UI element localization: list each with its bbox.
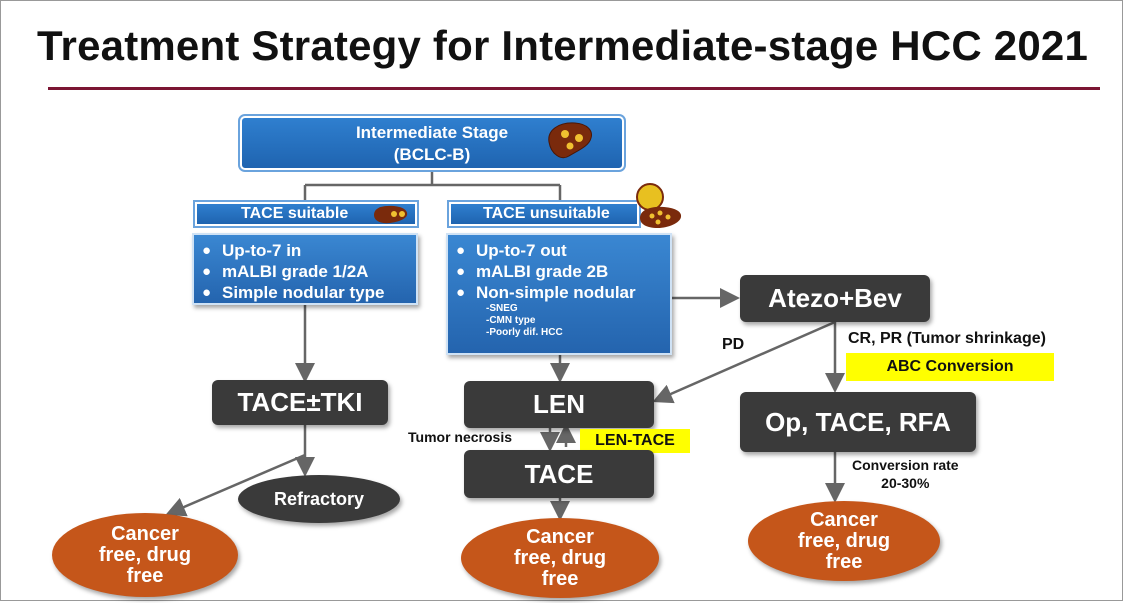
criteria-item: Up-to-7 in [202, 240, 410, 261]
op-tace-rfa-node: Op, TACE, RFA [740, 392, 976, 452]
slide-title: Treatment Strategy for Intermediate-stag… [37, 22, 1088, 69]
tumor-necrosis-label: Tumor necrosis [408, 429, 512, 445]
criteria-subitem: -CMN type [486, 315, 536, 326]
outcome-line: Cancer [111, 522, 179, 545]
refractory-node: Refractory [238, 475, 400, 523]
conversion-rate-text: Conversion rate [852, 457, 959, 473]
tace-unsuitable-criteria: Up-to-7 out mALBI grade 2B Non-simple no… [446, 233, 672, 355]
criteria-subitem: -Poorly dif. HCC [486, 327, 563, 338]
liver-icon [548, 122, 592, 159]
criteria-item: mALBI grade 2B [456, 261, 664, 282]
nodular-liver-icon [636, 183, 682, 228]
pd-label: PD [722, 336, 745, 353]
len-node: LEN [464, 381, 654, 428]
outcome-line: free, drug [797, 529, 891, 552]
cancer-free-outcome-right: Cancer free, drug free [748, 501, 940, 581]
title-divider [48, 87, 1100, 90]
small-liver-icon [374, 205, 408, 224]
tace-node: TACE [464, 450, 654, 498]
arrow-to-left-outcome [165, 453, 306, 517]
outcome-line: free [825, 550, 863, 573]
atezo-bev-node: Atezo+Bev [740, 275, 930, 322]
criteria-item: mALBI grade 1/2A [202, 261, 410, 282]
tace-unsuitable-header: TACE unsuitable [447, 200, 641, 228]
criteria-item: Non-simple nodular [456, 282, 664, 303]
conversion-rate-label: Conversion rate 20-30% [852, 456, 959, 492]
criteria-item: Up-to-7 out [456, 240, 664, 261]
outcome-line: Cancer [810, 508, 878, 531]
conversion-rate-value: 20-30% [881, 475, 930, 491]
arrow-pd-to-len [652, 320, 836, 404]
criteria-item: Simple nodular type [202, 282, 410, 303]
outcome-line: Cancer [526, 525, 594, 548]
tace-tki-node: TACE±TKI [212, 380, 388, 425]
tace-unsuitable-label: TACE unsuitable [483, 205, 610, 222]
cancer-free-outcome-middle: Cancer free, drug free [461, 518, 659, 598]
cr-pr-label: CR, PR (Tumor shrinkage) [848, 330, 1046, 347]
tace-suitable-criteria: Up-to-7 in mALBI grade 1/2A Simple nodul… [192, 233, 418, 305]
outcome-line: free, drug [513, 546, 607, 569]
outcome-line: free [126, 564, 164, 587]
intermediate-stage-label: Intermediate Stage [355, 123, 509, 142]
cancer-free-outcome-left: Cancer free, drug free [52, 513, 238, 597]
abc-conversion-label: ABC Conversion [846, 353, 1054, 381]
bclc-b-label: (BCLC-B) [393, 145, 471, 164]
outcome-line: free [541, 567, 579, 590]
outcome-line: free, drug [98, 543, 192, 566]
tace-suitable-label: TACE suitable [241, 205, 349, 222]
len-tace-label: LEN-TACE [580, 429, 690, 453]
criteria-subitem: -SNEG [486, 303, 518, 314]
